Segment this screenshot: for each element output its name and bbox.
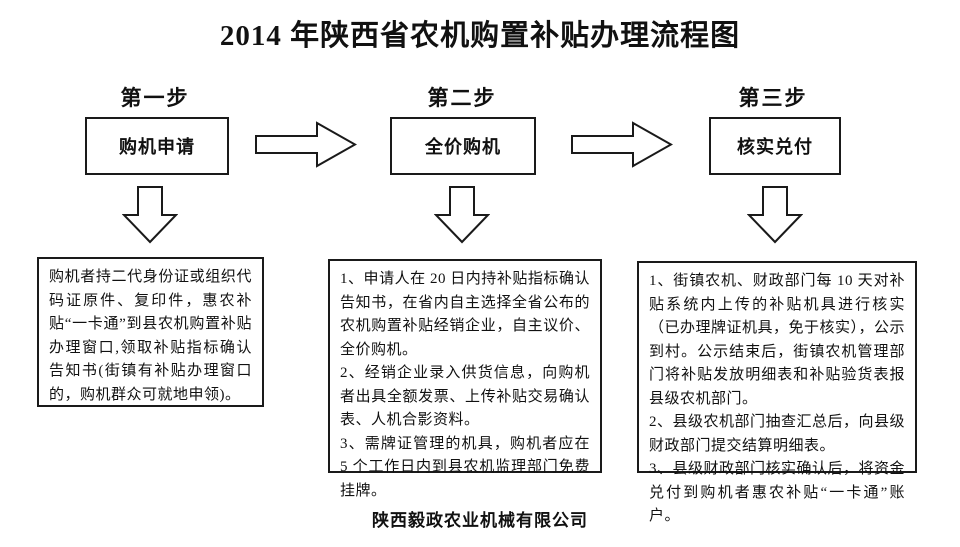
down-arrow-icon [122, 186, 178, 244]
step1-box-label: 购机申请 [119, 137, 195, 157]
step3-detail-box: 1、街镇农机、财政部门每 10 天对补贴系统内上传的补贴机具进行核实（已办理牌证… [637, 261, 917, 524]
company-footer: 陕西毅政农业机械有限公司 [372, 511, 588, 530]
detail-paragraph: 3、需牌证管理的机具，购机者应在 5 个工作日内到县农机监理部门免费挂牌。 [340, 435, 590, 499]
detail-paragraph: 1、申请人在 20 日内持补贴指标确认告知书，在省内自主选择全省公布的农机购置补… [340, 271, 590, 358]
step3-box: 核实兑付 [709, 117, 841, 175]
step2-box-label: 全价购机 [425, 137, 501, 157]
detail-paragraph: 3、县级财政部门核实确认后，将资金兑付到购机者惠农补贴“一卡通”账户。 [649, 461, 906, 524]
detail-paragraph: 购机者持二代身份证或组织代码证原件、复印件，惠农补贴“一卡通”到县农机购置补贴办… [49, 269, 252, 403]
page-title: 2014 年陕西省农机购置补贴办理流程图 [219, 20, 741, 52]
down-arrow-icon [747, 186, 803, 244]
right-arrow-icon [571, 121, 673, 168]
step2-detail-box: 1、申请人在 20 日内持补贴指标确认告知书，在省内自主选择全省公布的农机购置补… [328, 259, 602, 499]
step3-box-label: 核实兑付 [737, 137, 813, 157]
step1-label: 第一步 [120, 86, 190, 110]
detail-paragraph: 1、街镇农机、财政部门每 10 天对补贴系统内上传的补贴机具进行核实（已办理牌证… [649, 273, 906, 407]
step1-detail-box: 购机者持二代身份证或组织代码证原件、复印件，惠农补贴“一卡通”到县农机购置补贴办… [37, 257, 264, 407]
detail-paragraph: 2、经销企业录入供货信息，向购机者出具全额发票、上传补贴交易确认表、人机合影资料… [340, 365, 590, 428]
step2-box: 全价购机 [390, 117, 536, 175]
down-arrow-icon [434, 186, 490, 244]
detail-paragraph: 2、县级农机部门抽查汇总后，向县级财政部门提交结算明细表。 [649, 414, 906, 454]
right-arrow-icon [255, 121, 357, 168]
step2-label: 第二步 [427, 86, 497, 110]
step1-box: 购机申请 [85, 117, 229, 175]
step3-label: 第三步 [738, 86, 808, 110]
